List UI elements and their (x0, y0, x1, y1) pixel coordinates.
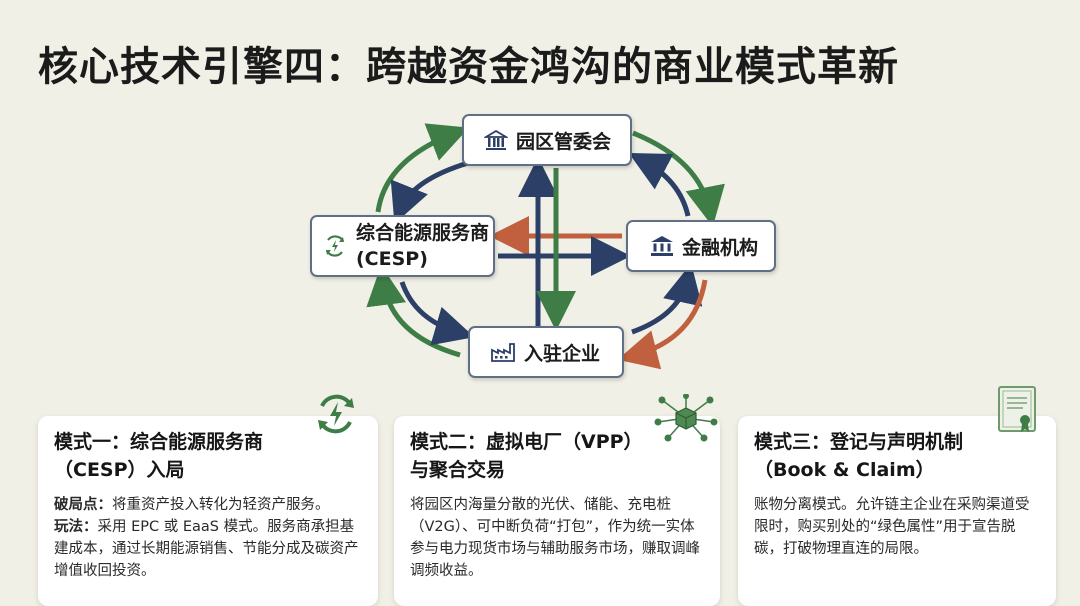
node-park-committee: 园区管委会 (462, 114, 632, 166)
arrow-park-to-finance-green (632, 130, 725, 227)
node-financial-institution: 金融机构 (626, 220, 776, 272)
arrow-finance-to-park-navy (628, 153, 691, 217)
node-cesp-label: 综合能源服务商 (356, 222, 490, 244)
arrow-finance-to-enterprise-red (617, 279, 708, 370)
card-mode-three-title: 模式三：登记与声明机制 （Book & Claim） (754, 431, 964, 481)
arrow-cesp-to-park-green (375, 123, 469, 213)
node-enterprise-label: 入驻企业 (524, 342, 601, 365)
arrow-cesp-to-enterprise-navy (399, 281, 475, 346)
government-building-icon (484, 129, 508, 151)
node-cesp-abbr: (CESP) (356, 248, 428, 270)
arrow-enterprise-to-finance-navy (631, 263, 703, 335)
card-mode-two-title: 模式二：虚拟电厂（VPP） 与聚合交易 (410, 431, 643, 481)
node-park-label: 园区管委会 (516, 130, 612, 153)
factory-icon (490, 341, 516, 363)
card-mode-one-title: 模式一：综合能源服务商 （CESP）入局 (54, 431, 264, 481)
card-mode-one-text: 破局点：将重资产投入转化为轻资产服务。 玩法：采用 EPC 或 EaaS 模式。… (54, 497, 359, 579)
page-title: 核心技术引擎四：跨越资金鸿沟的商业模式革新 (38, 44, 899, 90)
energy-cycle-icon (322, 233, 348, 259)
network-cube-icon (654, 393, 718, 446)
node-resident-enterprise: 入驻企业 (468, 326, 624, 378)
arrow-park-to-cesp-navy (390, 160, 469, 224)
recycle-energy-icon (312, 390, 360, 442)
certificate-icon (996, 384, 1040, 440)
card-mode-two-text: 将园区内海量分散的光伏、储能、充电桩（V2G）、可中断负荷“打包”，作为统一实体… (410, 497, 700, 579)
card-mode-two: 模式二：虚拟电厂（VPP） 与聚合交易 将园区内海量分散的光伏、储能、充电桩（V… (394, 416, 720, 606)
arrow-enterprise-to-cesp-green (366, 265, 461, 358)
card-mode-three-text: 账物分离模式。允许链主企业在采购渠道受限时，购买别处的“绿色属性”用于宣告脱碳，… (754, 497, 1030, 557)
node-cesp: 综合能源服务商 (CESP) (310, 215, 495, 277)
flow-diagram (366, 123, 725, 370)
card-mode-one: 模式一：综合能源服务商 （CESP）入局 破局点：将重资产投入转化为轻资产服务。… (38, 416, 378, 606)
bank-icon (650, 235, 674, 257)
card-mode-three: 模式三：登记与声明机制 （Book & Claim） 账物分离模式。允许链主企业… (738, 416, 1056, 606)
node-finance-label: 金融机构 (682, 236, 759, 259)
